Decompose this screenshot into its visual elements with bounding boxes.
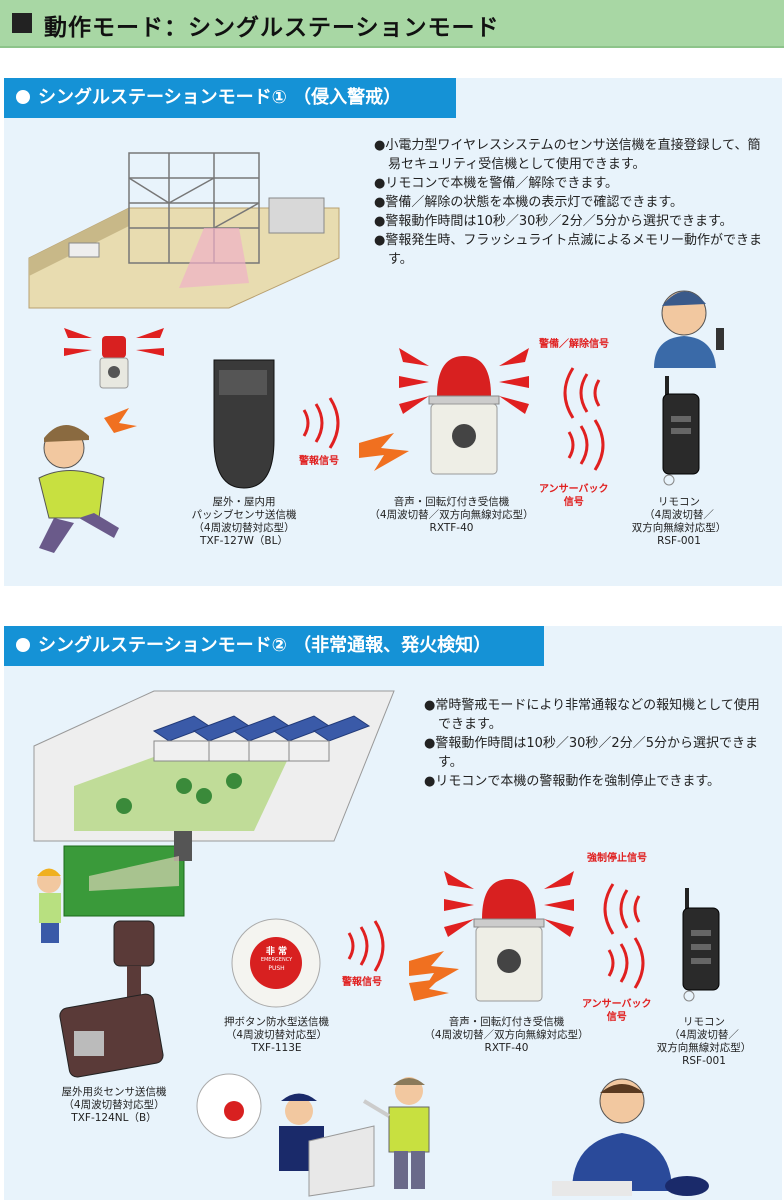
answerback-signal-label: アンサーバック 信号 xyxy=(582,999,652,1023)
alarm-signal-label: 警報信号 xyxy=(342,977,382,988)
flame-sensor-device xyxy=(59,920,164,1078)
emergency-button-device xyxy=(231,918,321,1008)
section-mode-2: シングルステーションモード② （非常通報、発火検知） 常時警戒モードにより非常通… xyxy=(4,626,782,1200)
receiver-device xyxy=(399,348,529,475)
answerback-signal-label: アンサーバック 信号 xyxy=(539,484,609,508)
device-label-push-button: 押ボタン防水型送信機 （4周波切替対応型） TXF-113E xyxy=(224,1016,329,1054)
device-label-receiver: 音声・回転灯付き受信機 （4周波切替／双方向無線対応型） RXTF-40 xyxy=(369,496,534,534)
bullet-item: 常時警戒モードにより非常通報などの報知機として使用できます。 xyxy=(424,696,764,734)
device-label-flame-sensor: 屋外用炎センサ送信機 （4周波切替対応型） TXF-124NL（B） xyxy=(61,1086,167,1124)
section-1-tab: シングルステーションモード① （侵入警戒） xyxy=(4,78,456,118)
bullet-item: 警備／解除の状態を本機の表示灯で確認できます。 xyxy=(374,193,764,212)
button-text-top: 非 常 xyxy=(265,947,288,957)
header-square-icon xyxy=(12,13,32,33)
bullet-dot-icon xyxy=(16,90,30,104)
remote-control-device xyxy=(662,376,700,486)
bullet-item: 警報動作時間は10秒／30秒／2分／5分から選択できます。 xyxy=(424,734,764,772)
surprised-guard-illustration xyxy=(552,1078,709,1196)
wave-icon xyxy=(302,397,340,449)
receiver-device xyxy=(444,871,574,1002)
wave-icon xyxy=(607,937,645,989)
bullet-item: 警報発生時、フラッシュライト点滅によるメモリー動作ができます。 xyxy=(374,231,764,269)
bullet-item: 小電力型ワイヤレスシステムのセンサ送信機を直接登録して、簡易セキュリティ受信機と… xyxy=(374,136,764,174)
construction-site-illustration xyxy=(28,152,340,309)
incoming-signal-icon xyxy=(359,433,409,471)
section-1-bullets: 小電力型ワイヤレスシステムのセンサ送信機を直接登録して、簡易セキュリティ受信機と… xyxy=(374,136,764,269)
page-header: 動作モード：シングルステーションモード xyxy=(0,0,784,48)
device-label-passive-sensor: 屋外・屋内用 パッシブセンサ送信機 （4周波切替対応型） TXF-127W（BL… xyxy=(191,496,297,547)
passive-sensor-device xyxy=(213,359,275,489)
page-title: 動作モード：シングルステーションモード xyxy=(44,15,500,41)
fence-worker-illustration xyxy=(37,831,192,943)
bullet-item: リモコンで本機の警報動作を強制停止できます。 xyxy=(424,772,764,791)
wave-icon xyxy=(563,367,601,419)
button-text-mid: EMERGENCY xyxy=(260,957,293,963)
device-label-remote: リモコン （4周波切替／ 双方向無線対応型） RSF-001 xyxy=(656,1016,752,1067)
device-label-receiver: 音声・回転灯付き受信機 （4周波切替／双方向無線対応型） RXTF-40 xyxy=(424,1016,589,1054)
intruder-illustration xyxy=(38,408,137,553)
button-text-bottom: PUSH xyxy=(268,965,285,972)
alarm-signal-label: 警報信号 xyxy=(299,456,339,467)
bullet-dot-icon xyxy=(16,638,30,652)
stop-signal-label: 強制停止信号 xyxy=(587,853,647,864)
small-beacon-icon xyxy=(64,328,164,389)
section-2-tab: シングルステーションモード② （非常通報、発火検知） xyxy=(4,626,544,666)
wave-icon xyxy=(603,883,641,935)
incoming-signal-icon xyxy=(409,951,459,1001)
guard-scene-illustration xyxy=(196,1073,430,1197)
section-1-title: シングルステーションモード① （侵入警戒） xyxy=(38,87,402,108)
device-label-remote: リモコン （4周波切替／ 双方向無線対応型） RSF-001 xyxy=(631,496,727,547)
section-2-bullets: 常時警戒モードにより非常通報などの報知機として使用できます。 警報動作時間は10… xyxy=(424,696,764,791)
guard-signal-label: 警備／解除信号 xyxy=(539,339,609,350)
section-2-title: シングルステーションモード② （非常通報、発火検知） xyxy=(38,635,492,656)
remote-control-device xyxy=(682,888,720,1002)
wave-icon xyxy=(347,920,385,972)
wave-icon xyxy=(567,419,605,471)
factory-illustration xyxy=(33,690,395,842)
bullet-item: 警報動作時間は10秒／30秒／2分／5分から選択できます。 xyxy=(374,212,764,231)
bullet-item: リモコンで本機を警備／解除できます。 xyxy=(374,174,764,193)
operator-illustration xyxy=(654,290,724,368)
section-mode-1: シングルステーションモード① （侵入警戒） 小電力型ワイヤレスシステムのセンサ送… xyxy=(4,78,782,586)
